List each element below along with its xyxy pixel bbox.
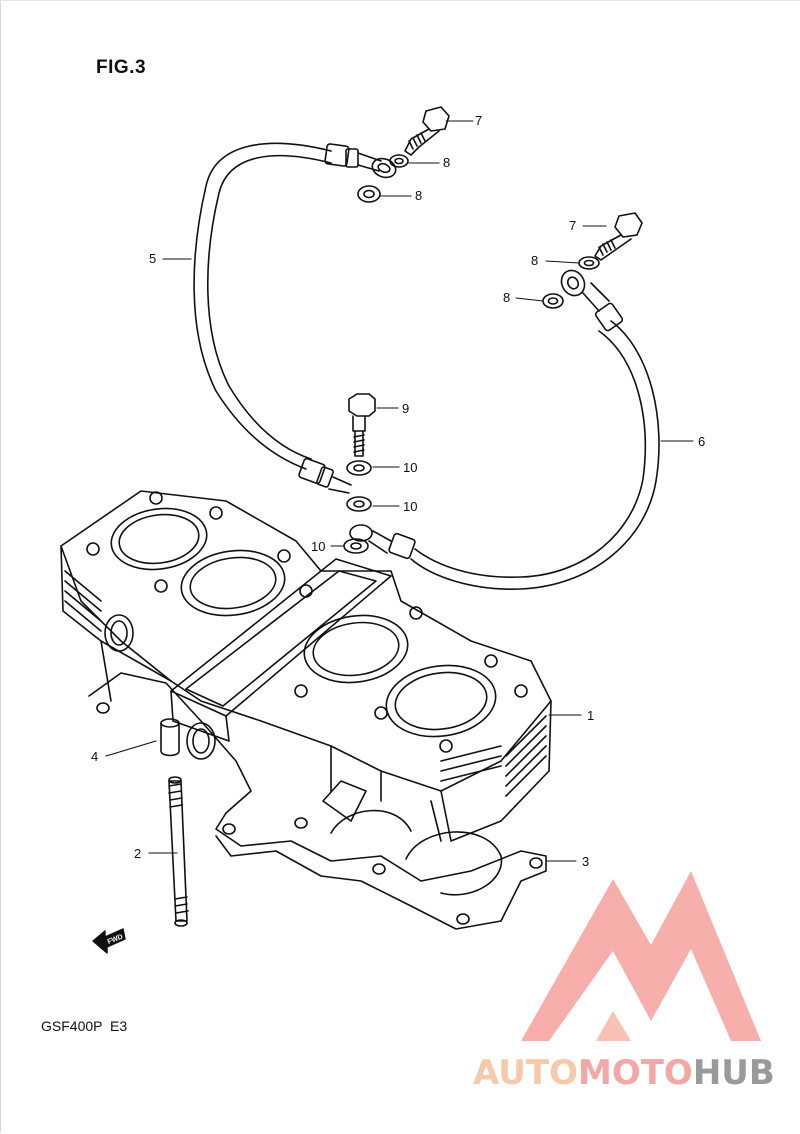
figure-title: FIG.3 [96,57,147,78]
cylinder-block [60,490,552,842]
callout-label-8d: 8 [503,290,510,305]
washer-top-left-b [357,185,381,203]
callout-label-10a: 10 [403,460,417,475]
watermark-auto: AUTO [473,1053,578,1093]
callout-label-9: 9 [402,401,409,416]
callout-label-4: 4 [91,749,98,764]
washer-center-a [346,460,372,476]
stud [168,776,189,927]
callout-label-3: 3 [582,854,589,869]
oil-hose-right [349,269,660,590]
callout-label-7a: 7 [475,113,482,128]
callout-label-1: 1 [587,708,594,723]
fwd-arrow-icon [92,928,126,954]
callout-label-8c: 8 [531,253,538,268]
washer-top-left-a [389,154,409,168]
oil-hose-left [193,142,397,494]
cylinder-base-gasket [88,672,547,930]
watermark-moto: MOTO [577,1053,693,1093]
watermark-hub: HUB [692,1053,775,1093]
washer-center-c [343,538,369,554]
union-bolt-top-left [404,106,450,156]
callout-leader-lines [105,120,694,862]
dowel-pin [160,718,180,757]
washer-center-b [346,496,372,512]
union-bolt-top-right [594,212,643,261]
washer-top-right-b [542,293,564,309]
model-code: GSF400P E3 [41,1018,128,1034]
callout-label-8a: 8 [443,155,450,170]
washer-top-right-a [578,256,600,270]
callout-label-6: 6 [698,434,705,449]
callout-label-10b: 10 [403,499,417,514]
automotohub-logo-icon [521,871,761,1041]
union-bolt-center [348,393,376,457]
callout-label-7b: 7 [569,218,576,233]
watermark-wordmark: AUTOMOTOHUB [473,1053,775,1093]
callout-label-5: 5 [149,251,156,266]
callout-label-8b: 8 [415,188,422,203]
callout-label-2: 2 [134,846,141,861]
callout-label-10c: 10 [311,539,325,554]
